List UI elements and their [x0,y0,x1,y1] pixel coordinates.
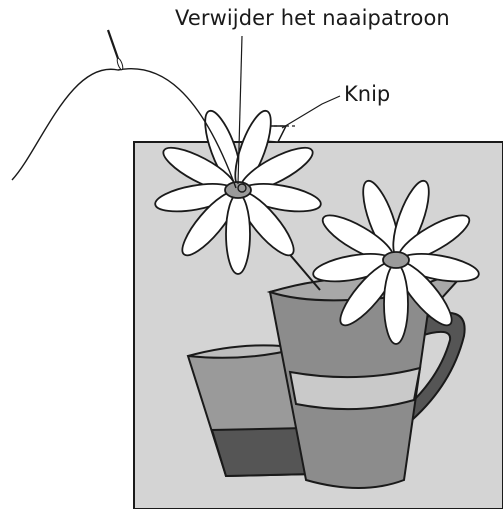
cut-pointer [282,96,340,128]
remove-pattern-label: Verwijder het naaipatroon [175,8,450,29]
cut-label: Knip [344,84,390,105]
needle-icon [108,30,124,70]
right-flower-center [383,252,409,268]
